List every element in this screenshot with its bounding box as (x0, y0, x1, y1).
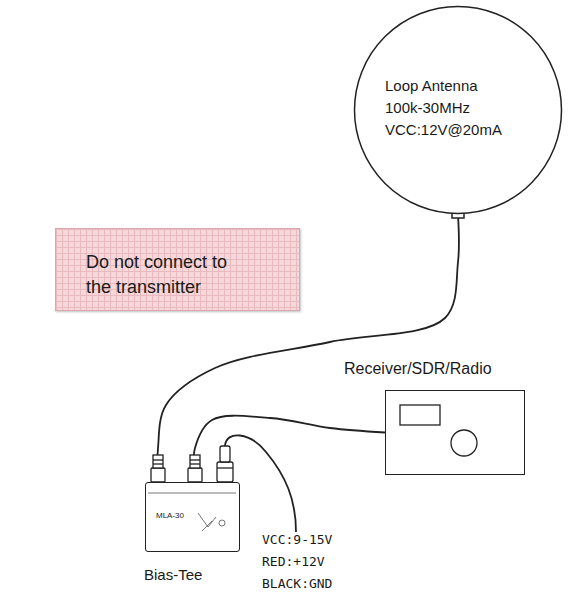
display-window (400, 405, 440, 425)
sma-connector (188, 455, 202, 482)
antenna-spec-text: VCC:12V@20mA (385, 119, 543, 141)
power-connector (217, 446, 233, 482)
device-heading: Bias-Tee (144, 566, 202, 583)
loop-antenna-circle: Loop Antenna100k-30MHzVCC:12V@20mA (353, 5, 563, 215)
model-marking: MLA-30 (156, 511, 184, 520)
led-symbol (219, 520, 225, 526)
supply-voltage-label: VCC:9-15V (262, 532, 332, 547)
antenna-spec-text: 100k-30MHz (385, 97, 543, 119)
loop-ring (355, 7, 562, 214)
tuning-knob (451, 430, 477, 456)
wire-color-label: RED:+12V (262, 554, 325, 569)
sma-connector (151, 455, 165, 482)
warning-text: Do not connect to the transmitter (86, 250, 249, 300)
case-lip (148, 493, 236, 494)
antenna-symbol (198, 513, 216, 531)
antenna-spec-text: Loop Antenna (385, 75, 543, 97)
device-heading: Receiver/SDR/Radio (344, 360, 492, 378)
coax-cable (194, 416, 385, 482)
bias-tee-box: Bias-TeeMLA-30 (145, 482, 240, 552)
warning-note: Do not connect to the transmitter (55, 228, 300, 311)
wire-color-label: BLACK:GND (262, 576, 332, 591)
receiver-box: Receiver/SDR/Radio (385, 390, 525, 475)
receiver-front-panel (386, 391, 524, 474)
